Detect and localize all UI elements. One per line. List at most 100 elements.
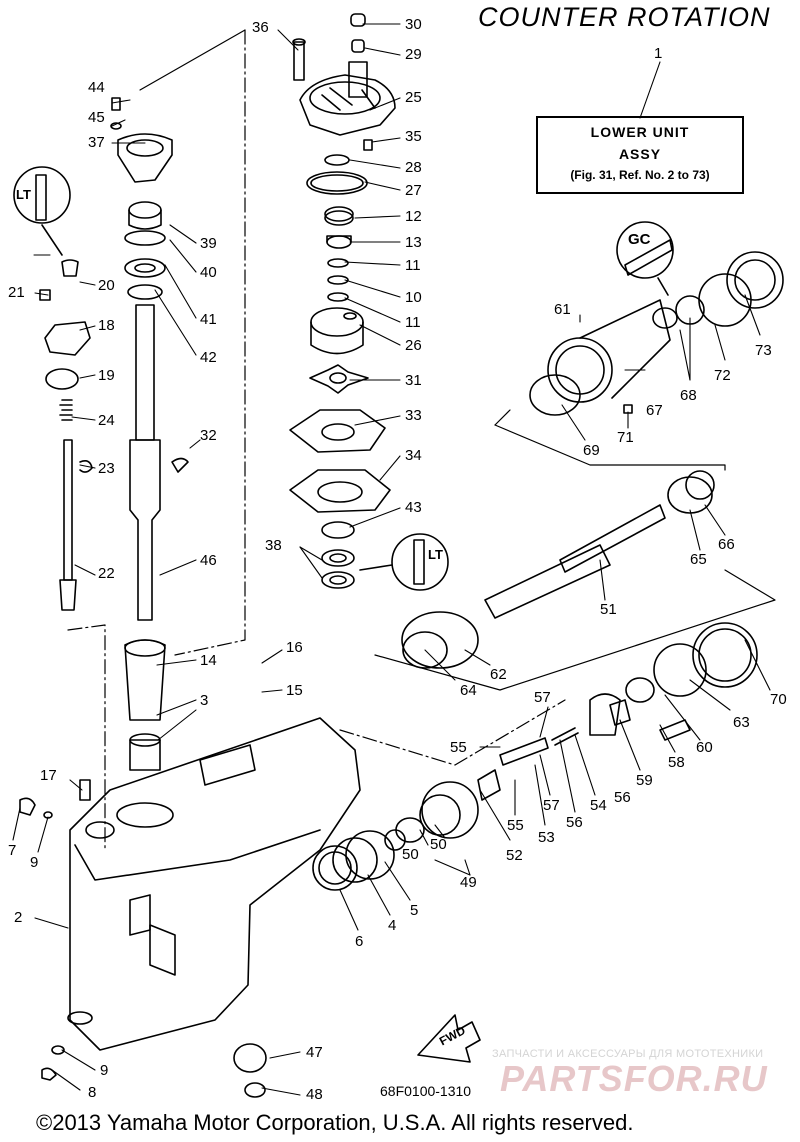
callout-59: 59 (636, 772, 653, 789)
callout-49: 49 (460, 874, 477, 891)
assembly-box-line2: ASSY (618, 146, 662, 162)
callout-37: 37 (88, 134, 105, 151)
callout-38: 38 (265, 537, 282, 554)
callout-60: 60 (696, 739, 713, 756)
callout-72: 72 (714, 367, 731, 384)
callout-6: 6 (355, 933, 364, 950)
assembly-box-line3: (Fig. 31, Ref. No. 2 to 73) (570, 168, 710, 182)
callout-30: 30 (405, 16, 422, 33)
callout-18: 18 (98, 317, 115, 334)
callout-57b: 57 (543, 797, 560, 814)
callout-44: 44 (88, 79, 105, 96)
callout-19: 19 (98, 367, 115, 384)
water-pump-parts (289, 13, 396, 589)
assembly-box: LOWER UNIT ASSY (Fig. 31, Ref. No. 2 to … (536, 116, 744, 194)
callout-53: 53 (538, 829, 555, 846)
callout-45: 45 (88, 109, 105, 126)
callout-57a: 57 (534, 689, 551, 706)
callout-51: 51 (600, 601, 617, 618)
copyright-notice: ©2013 Yamaha Motor Corporation, U.S.A. A… (36, 1110, 634, 1135)
callout-21: 21 (8, 284, 25, 301)
grouping-lines (67, 29, 776, 851)
watermark-logo: PARTSFOR.RU (500, 1058, 768, 1099)
callout-39: 39 (200, 235, 217, 252)
drawing-code: 68F0100-1310 (380, 1083, 472, 1099)
callout-32: 32 (200, 427, 217, 444)
lower-case-housing (19, 717, 361, 1081)
callout-16: 16 (286, 639, 303, 656)
callout-4: 4 (388, 917, 397, 934)
callout-50b: 50 (430, 836, 447, 853)
callout-33: 33 (405, 407, 422, 424)
callout-43: 43 (405, 499, 422, 516)
callout-14: 14 (200, 652, 217, 669)
symbol-lt-middle: LT (428, 547, 443, 562)
callout-41: 41 (200, 311, 217, 328)
callout-65: 65 (690, 551, 707, 568)
callout-42: 42 (200, 349, 217, 366)
callout-3: 3 (200, 692, 209, 709)
callout-26: 26 (405, 337, 422, 354)
callout-71: 71 (617, 429, 634, 446)
callout-35: 35 (405, 128, 422, 145)
callout-56a: 56 (566, 814, 583, 831)
shaft-parts (39, 97, 189, 771)
callout-9a: 9 (30, 854, 39, 871)
callout-24: 24 (98, 412, 115, 429)
callout-50a: 50 (402, 846, 419, 863)
callout-31: 31 (405, 372, 422, 389)
callout-61: 61 (554, 301, 571, 318)
callout-46: 46 (200, 552, 217, 569)
callout-25: 25 (405, 89, 422, 106)
bearing-housing-parts (529, 251, 784, 416)
callout-29: 29 (405, 46, 422, 63)
callout-63: 63 (733, 714, 750, 731)
diagram-title: COUNTER ROTATION (478, 2, 771, 32)
propshaft-parts (233, 470, 758, 1098)
callout-40: 40 (200, 264, 217, 281)
callout-13: 13 (405, 234, 422, 251)
callout-69: 69 (583, 442, 600, 459)
callout-8: 8 (88, 1084, 97, 1101)
assembly-box-line1: LOWER UNIT (590, 124, 690, 140)
callout-68: 68 (680, 387, 697, 404)
callout-28: 28 (405, 159, 422, 176)
callout-7: 7 (8, 842, 17, 859)
callout-70: 70 (770, 691, 787, 708)
callout-64: 64 (460, 682, 477, 699)
callout-62: 62 (490, 666, 507, 683)
callout-5: 5 (410, 902, 419, 919)
callout-12: 12 (405, 208, 422, 225)
callout-10: 10 (405, 289, 422, 306)
callout-2: 2 (14, 909, 23, 926)
callout-52: 52 (506, 847, 523, 864)
symbol-bubbles (13, 166, 674, 591)
callout-54: 54 (590, 797, 607, 814)
callout-20: 20 (98, 277, 115, 294)
leader-lines (12, 23, 771, 1096)
symbol-lt-top-left: LT (16, 187, 31, 202)
callout-15: 15 (286, 682, 303, 699)
callout-66: 66 (718, 536, 735, 553)
callout-47: 47 (306, 1044, 323, 1061)
callout-11b: 11 (405, 314, 421, 331)
callout-22: 22 (98, 565, 115, 582)
callout-36: 36 (252, 19, 269, 36)
callout-73: 73 (755, 342, 772, 359)
callout-67: 67 (646, 402, 663, 419)
callout-9b: 9 (100, 1062, 109, 1079)
callout-11a: 11 (405, 257, 421, 274)
callout-58: 58 (668, 754, 685, 771)
callout-1: 1 (654, 45, 663, 62)
watermark-subtitle: ЗАПЧАСТИ И АКСЕССУАРЫ ДЛЯ МОТОТЕХНИКИ (492, 1048, 764, 1060)
callout-55b: 55 (507, 817, 524, 834)
callout-48: 48 (306, 1086, 323, 1103)
callout-27: 27 (405, 182, 422, 199)
callout-17: 17 (40, 767, 57, 784)
fwd-arrow (417, 1014, 481, 1063)
callout-55a: 55 (450, 739, 467, 756)
callout-34: 34 (405, 447, 422, 464)
symbol-gc: GC (628, 231, 651, 248)
